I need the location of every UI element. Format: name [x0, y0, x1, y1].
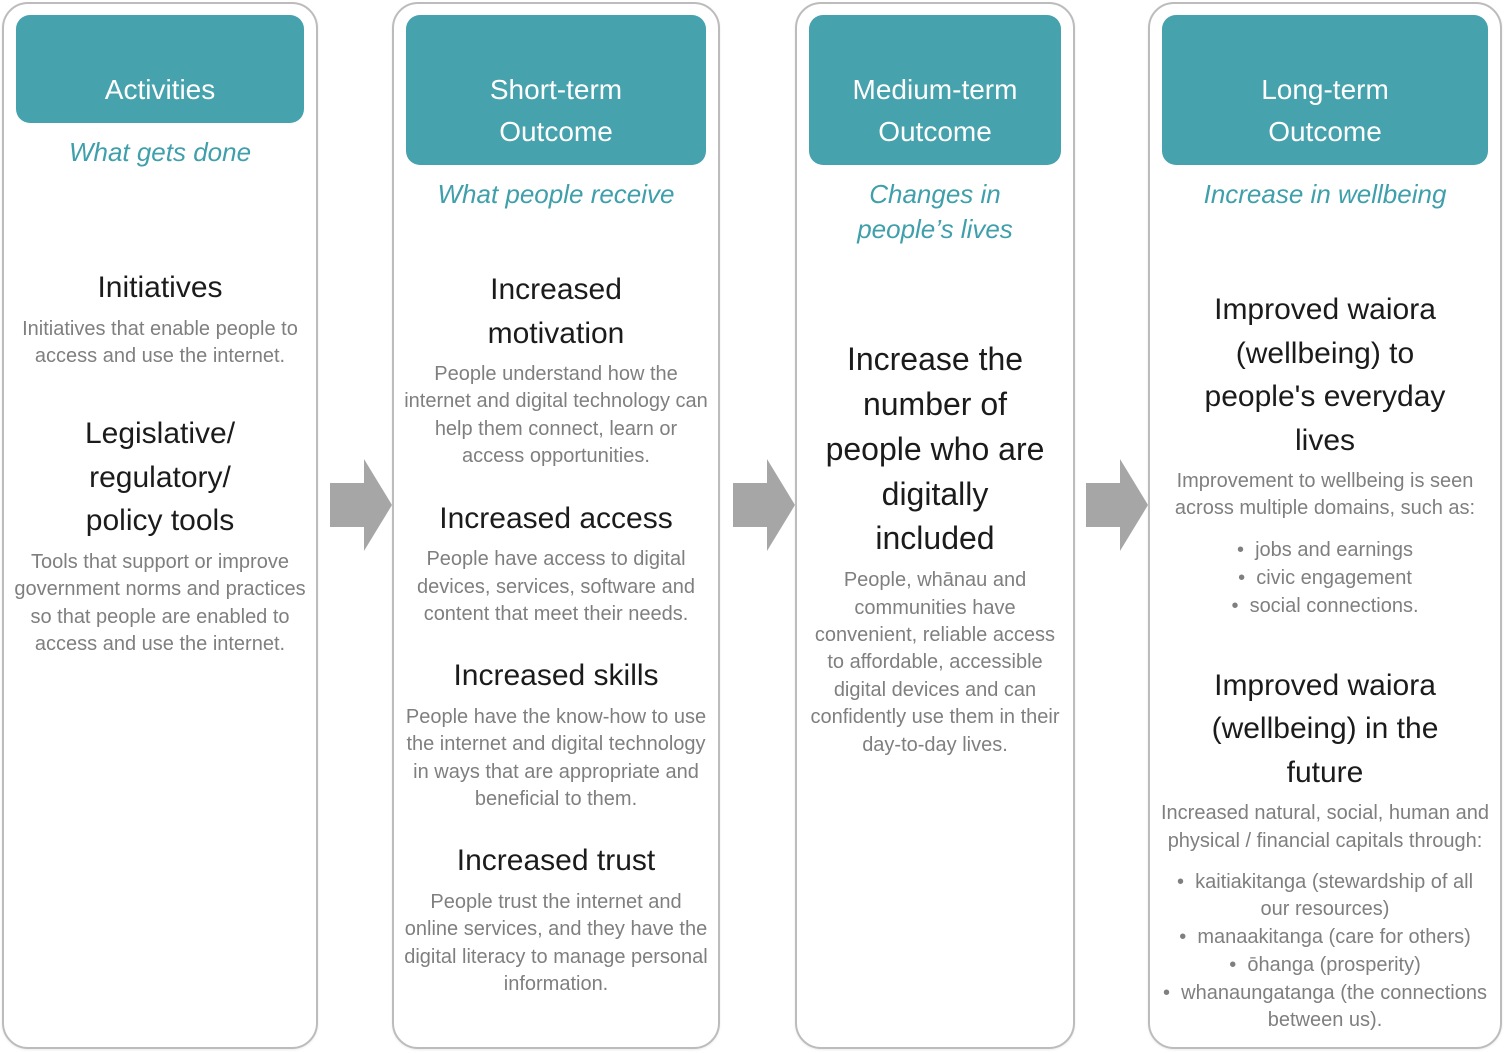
- section-heading: Increased access: [439, 501, 673, 535]
- column-header-label: Activities: [104, 74, 216, 105]
- section-body: People understand how the internet and d…: [404, 363, 708, 468]
- section: Legislative/ regulatory/ policy tools To…: [4, 412, 316, 658]
- right-arrow-icon: [1086, 457, 1148, 553]
- bullet-item: jobs and earnings: [1150, 537, 1500, 564]
- column-header-box: Long-term Outcome: [1162, 15, 1488, 165]
- column-header-label: Short-term Outcome: [489, 74, 623, 147]
- section-bullets: kaitiakitanga (stewardship of all our re…: [1150, 869, 1500, 1034]
- right-arrow-icon: [330, 457, 392, 553]
- column-medium-term-outcome: Medium-term Outcome Changes in people’s …: [795, 2, 1075, 1049]
- right-arrow-icon: [733, 457, 795, 553]
- section: Initiatives Initiatives that enable peop…: [4, 266, 316, 370]
- column-long-term-outcome: Long-term Outcome Increase in wellbeing …: [1148, 2, 1502, 1049]
- section-body: People, whānau and communities have conv…: [810, 569, 1060, 756]
- column-sections: Increase the number of people who are di…: [797, 337, 1073, 759]
- bullet-item: civic engagement: [1150, 565, 1500, 592]
- bullet-text: social connections.: [1231, 595, 1418, 617]
- column-short-term-outcome: Short-term Outcome What people receive I…: [392, 2, 720, 1049]
- section: Increased skills People have the know-ho…: [394, 654, 718, 813]
- section-body: People have the know-how to use the inte…: [405, 705, 707, 810]
- section-body: Tools that support or improve government…: [14, 550, 306, 656]
- bullet-text: manaakitanga (care for others): [1179, 926, 1471, 948]
- section-body: Improvement to wellbeing is seen across …: [1174, 470, 1476, 520]
- section-body: People have access to digital devices, s…: [417, 548, 695, 625]
- bullet-text: civic engagement: [1238, 567, 1412, 589]
- bullet-text: jobs and earnings: [1237, 539, 1413, 561]
- bullet-item: whanaungatanga (the connections between …: [1150, 980, 1500, 1034]
- column-subtitle: Changes in people’s lives: [857, 179, 1013, 245]
- section: Improved waiora (wellbeing) in the futur…: [1150, 664, 1500, 1034]
- bullet-item: manaakitanga (care for others): [1150, 924, 1500, 951]
- column-sections: Initiatives Initiatives that enable peop…: [4, 266, 316, 658]
- column-header-box: Medium-term Outcome: [809, 15, 1061, 165]
- column-header-box: Short-term Outcome: [406, 15, 706, 165]
- bullet-text: whanaungatanga (the connections between …: [1163, 982, 1487, 1031]
- section-heading: Initiatives: [97, 271, 223, 305]
- bullet-text: kaitiakitanga (stewardship of all our re…: [1177, 871, 1473, 920]
- bullet-item: social connections.: [1150, 593, 1500, 620]
- column-sections: Improved waiora (wellbeing) to people's …: [1150, 288, 1500, 1034]
- section: Increased trust People trust the interne…: [394, 839, 718, 998]
- section-body: People trust the internet and online ser…: [404, 890, 708, 996]
- section-heading: Increase the number of people who are di…: [825, 341, 1045, 557]
- section-heading: Legislative/ regulatory/ policy tools: [84, 417, 236, 538]
- section-heading: Increased skills: [453, 659, 659, 693]
- section: Increased motivation People understand h…: [394, 268, 718, 471]
- bullet-text: ōhanga (prosperity): [1229, 954, 1421, 976]
- section-heading: Improved waiora (wellbeing) to people's …: [1204, 293, 1446, 457]
- section-bullets: jobs and earnings civic engagement socia…: [1150, 537, 1500, 620]
- section-body: Initiatives that enable people to access…: [22, 317, 298, 367]
- column-subtitle: What people receive: [437, 179, 675, 209]
- section-heading: Increased motivation: [487, 273, 625, 350]
- column-header-label: Long-term Outcome: [1261, 74, 1389, 147]
- section: Increase the number of people who are di…: [797, 337, 1073, 759]
- section: Increased access People have access to d…: [394, 497, 718, 629]
- column-sections: Increased motivation People understand h…: [394, 268, 718, 998]
- column-activities: Activities What gets done Initiatives In…: [2, 2, 318, 1049]
- column-header-box: Activities: [16, 15, 304, 123]
- bullet-item: kaitiakitanga (stewardship of all our re…: [1150, 869, 1500, 923]
- column-subtitle: What gets done: [68, 137, 252, 167]
- section-heading: Increased trust: [456, 844, 656, 878]
- bullet-item: ōhanga (prosperity): [1150, 952, 1500, 979]
- section-heading: Improved waiora (wellbeing) in the futur…: [1211, 668, 1439, 789]
- section: Improved waiora (wellbeing) to people's …: [1150, 288, 1500, 620]
- section-body: Increased natural, social, human and phy…: [1161, 802, 1489, 852]
- column-subtitle: Increase in wellbeing: [1203, 179, 1447, 209]
- column-header-label: Medium-term Outcome: [852, 74, 1018, 147]
